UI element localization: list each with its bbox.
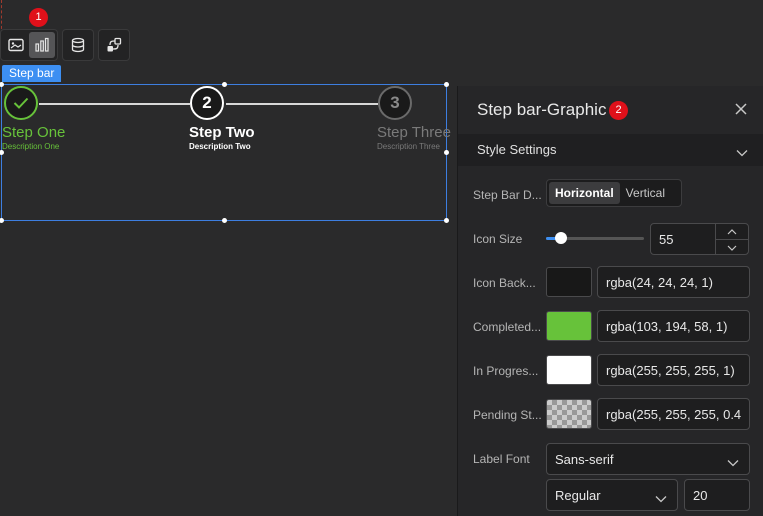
step-three-description: Description Three <box>377 142 440 151</box>
step-two-title: Step Two <box>189 124 255 141</box>
step-connector-2 <box>226 103 378 105</box>
step-three-title: Step Three <box>377 124 451 141</box>
completed-label: Completed... <box>473 320 542 334</box>
resize-handle-br[interactable] <box>444 218 449 223</box>
direction-vertical-option[interactable]: Vertical <box>625 186 666 200</box>
chevron-down-icon <box>727 454 739 472</box>
pending-value: rgba(255, 255, 255, 0.4 <box>606 407 742 422</box>
section-title: Style Settings <box>477 142 557 157</box>
completed-swatch[interactable] <box>546 311 592 341</box>
icon-size-value: 55 <box>659 232 674 247</box>
image-card-icon[interactable] <box>3 32 29 58</box>
icon-size-stepper <box>715 224 748 254</box>
icon-size-slider[interactable] <box>546 232 644 244</box>
interaction-icon[interactable] <box>98 29 130 61</box>
component-name-tag: Step bar <box>2 65 62 82</box>
chevron-down-icon[interactable] <box>736 144 748 162</box>
in-progress-input[interactable]: rgba(255, 255, 255, 1) <box>597 354 750 386</box>
font-family-select[interactable]: Sans-serif <box>546 443 750 475</box>
step-connector-1 <box>39 103 190 105</box>
font-size-input[interactable]: 20 <box>684 479 750 511</box>
resize-handle-l[interactable] <box>0 150 4 155</box>
step-one-description: Description One <box>2 142 60 151</box>
in-progress-label: In Progres... <box>473 364 539 378</box>
pending-swatch[interactable] <box>546 399 592 429</box>
in-progress-swatch[interactable] <box>546 355 592 385</box>
icon-background-label: Icon Back... <box>473 276 536 290</box>
step-two-description: Description Two <box>189 142 251 151</box>
chart-type-group <box>0 29 58 61</box>
chevron-down-icon <box>655 490 667 508</box>
graphic-settings-panel: Step bar-Graphic Style Settings Step Bar… <box>457 86 763 516</box>
direction-horizontal-option[interactable]: Horizontal <box>549 182 620 204</box>
direction-label: Step Bar D... <box>473 188 542 202</box>
close-icon[interactable] <box>734 102 748 116</box>
icon-background-value: rgba(24, 24, 24, 1) <box>606 275 713 290</box>
font-size-value: 20 <box>693 488 708 503</box>
step-two-number: 2 <box>190 86 224 120</box>
database-icon[interactable] <box>62 29 94 61</box>
resize-handle-b[interactable] <box>222 218 227 223</box>
panel-title: Step bar-Graphic <box>477 100 607 119</box>
bar-chart-icon[interactable] <box>29 32 55 58</box>
font-weight-select[interactable]: Regular <box>546 479 678 511</box>
pending-input[interactable]: rgba(255, 255, 255, 0.4 <box>597 398 750 430</box>
style-settings-section[interactable]: Style Settings <box>458 134 763 166</box>
chevron-down-icon[interactable] <box>716 240 748 255</box>
pending-label: Pending St... <box>473 408 542 422</box>
chevron-up-icon[interactable] <box>716 224 748 240</box>
in-progress-value: rgba(255, 255, 255, 1) <box>606 363 735 378</box>
slider-thumb[interactable] <box>554 232 567 244</box>
direction-toggle: Horizontal Vertical <box>546 179 682 207</box>
resize-handle-tr[interactable] <box>444 82 449 87</box>
resize-handle-r[interactable] <box>444 150 449 155</box>
icon-size-label: Icon Size <box>473 232 523 246</box>
icon-background-input[interactable]: rgba(24, 24, 24, 1) <box>597 266 750 298</box>
label-font-label: Label Font <box>473 452 530 466</box>
component-toolbar <box>0 29 134 61</box>
step-one-title: Step One <box>2 124 66 141</box>
icon-size-input[interactable]: 55 <box>650 223 749 255</box>
completed-input[interactable]: rgba(103, 194, 58, 1) <box>597 310 750 342</box>
icon-background-swatch[interactable] <box>546 267 592 297</box>
resize-handle-bl[interactable] <box>0 218 4 223</box>
resize-handle-t[interactable] <box>222 82 227 87</box>
step-one-check-icon <box>4 86 38 120</box>
guide-line <box>1 0 2 34</box>
step-badge-1: 1 <box>29 8 48 27</box>
step-three-number: 3 <box>378 86 412 120</box>
font-family-value: Sans-serif <box>555 452 614 467</box>
slider-fill <box>546 237 561 240</box>
font-weight-value: Regular <box>555 488 601 503</box>
step-badge-2: 2 <box>609 101 628 120</box>
completed-value: rgba(103, 194, 58, 1) <box>606 319 728 334</box>
resize-handle-tl[interactable] <box>0 82 4 87</box>
